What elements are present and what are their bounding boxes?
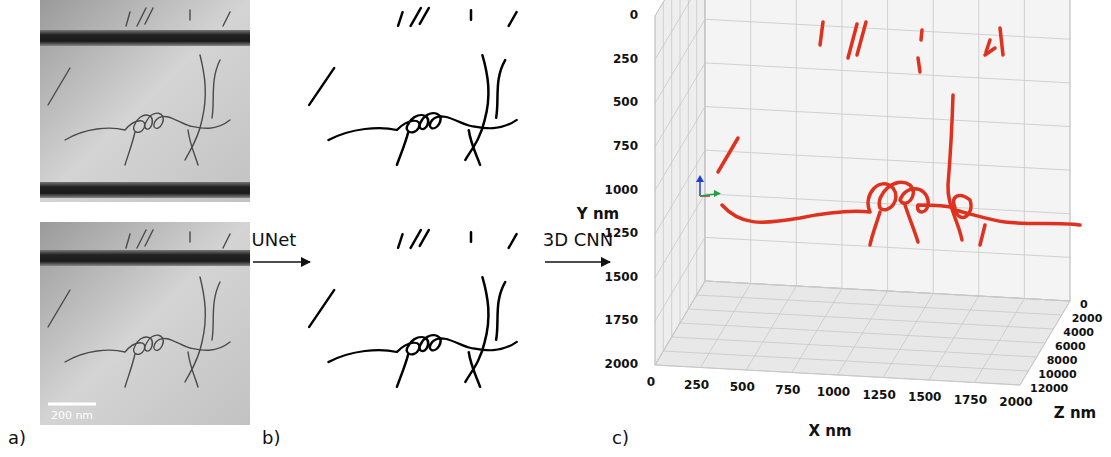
tick-label: 0 <box>647 376 655 390</box>
plot-pane <box>655 281 1070 385</box>
grid-line <box>663 2 664 351</box>
grid-line <box>671 0 672 337</box>
grid-line <box>705 281 1070 301</box>
grid-line <box>688 309 1053 329</box>
grid-line <box>1070 0 1071 301</box>
tick-label: 250 <box>684 379 709 393</box>
axis-title: Y nm <box>577 206 619 223</box>
tick-label: 1250 <box>605 227 638 241</box>
grid-line <box>680 0 681 323</box>
grid-line <box>672 337 1037 357</box>
axis-title: X nm <box>808 423 851 440</box>
panel-letter: b) <box>262 428 280 449</box>
fiber-curves-3d <box>718 22 1080 245</box>
grid-line <box>705 0 706 281</box>
tick-label: 4000 <box>1063 327 1094 340</box>
tick-label: 2000 <box>605 358 638 372</box>
grid-line <box>697 295 1062 315</box>
panel-letter: a) <box>8 428 26 449</box>
grid-line <box>680 323 1045 343</box>
grid-line <box>655 16 656 365</box>
tick-label: 750 <box>613 140 638 154</box>
grid-line <box>796 0 797 286</box>
tick-label: 250 <box>613 53 638 67</box>
tick-label: 500 <box>730 381 755 395</box>
micrograph-top <box>40 0 250 202</box>
axis-triad <box>696 175 721 197</box>
tick-label: 8000 <box>1047 355 1078 368</box>
micrograph-bottom <box>40 222 250 425</box>
grid-line <box>705 150 1070 170</box>
tick-label: 1750 <box>605 315 638 329</box>
grid-line <box>696 0 697 295</box>
tick-label: 1000 <box>605 184 638 198</box>
cnn-arrow <box>545 261 610 263</box>
unet-arrow <box>253 261 310 263</box>
tick-label: 750 <box>775 384 800 398</box>
tick-label: 12000 <box>1030 383 1068 396</box>
plot-3d <box>655 0 1070 385</box>
mask-top <box>309 8 516 165</box>
tick-label: 2000 <box>999 396 1032 410</box>
panel-letter: c) <box>612 428 629 449</box>
grid-line <box>1024 0 1025 299</box>
grid-line <box>750 0 751 284</box>
tick-label: 1250 <box>862 389 895 403</box>
grid-line <box>705 0 706 281</box>
tick-label: 2000 <box>1072 313 1103 326</box>
tick-label: 1750 <box>954 394 987 408</box>
scale-label: 200 nm <box>51 410 93 423</box>
grid-line <box>688 0 689 309</box>
grid-line <box>655 365 1020 385</box>
tick-label: 0 <box>1080 299 1088 312</box>
tick-label: 10000 <box>1038 369 1076 382</box>
axis-title: Z nm <box>1054 405 1096 422</box>
plot-pane <box>705 0 1070 301</box>
grid-line <box>978 0 979 296</box>
grid-line <box>705 237 1070 257</box>
tick-label: 500 <box>613 96 638 110</box>
tick-label: 1500 <box>908 391 941 405</box>
scale-bar <box>48 403 96 406</box>
mask-bottom <box>309 230 516 387</box>
tick-label: 1000 <box>817 386 850 400</box>
grid-line <box>705 281 1070 301</box>
tick-label: 1500 <box>605 271 638 285</box>
arrow-label: 3D CNN <box>543 230 614 251</box>
grid-line <box>663 351 1028 371</box>
arrow-label: UNet <box>252 230 297 251</box>
tick-label: 0 <box>630 9 638 23</box>
tick-label: 6000 <box>1055 341 1086 354</box>
